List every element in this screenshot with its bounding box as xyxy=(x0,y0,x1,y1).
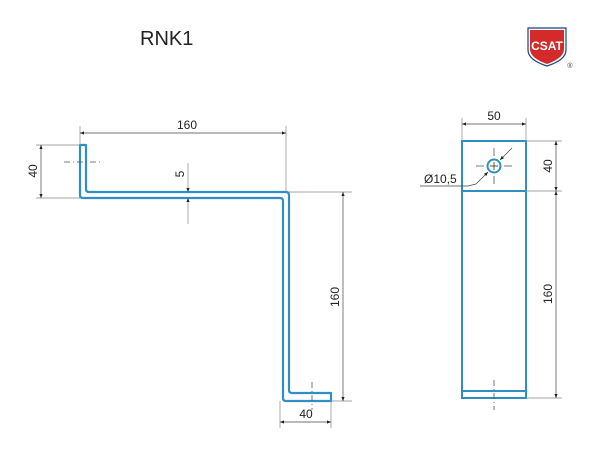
drawing-title: RNK1 xyxy=(140,28,194,50)
dim-top-height: 40 xyxy=(541,159,555,173)
front-view: Ø10,5 50 40 160 xyxy=(420,109,562,410)
dim-left-height: 40 xyxy=(26,164,40,178)
dim-vertical-height: 160 xyxy=(328,287,342,307)
logo-text: CSAT xyxy=(531,39,563,53)
dim-thickness: 5 xyxy=(173,170,187,177)
logo-shield-inner xyxy=(530,30,564,64)
dim-bottom-height: 160 xyxy=(541,284,555,304)
side-view: 160 40 5 160 40 xyxy=(26,118,352,428)
logo-registered: ® xyxy=(567,62,573,70)
hole-leader-lower xyxy=(475,171,489,185)
hole-leader-upper xyxy=(499,147,513,161)
dim-bottom-length: 40 xyxy=(299,407,313,421)
dim-top-length: 160 xyxy=(177,118,197,132)
profile-outer xyxy=(78,143,333,403)
dim-hole-diameter: Ø10,5 xyxy=(424,172,457,186)
dim-width: 50 xyxy=(487,109,501,123)
csat-logo: CSAT ® xyxy=(527,27,573,70)
